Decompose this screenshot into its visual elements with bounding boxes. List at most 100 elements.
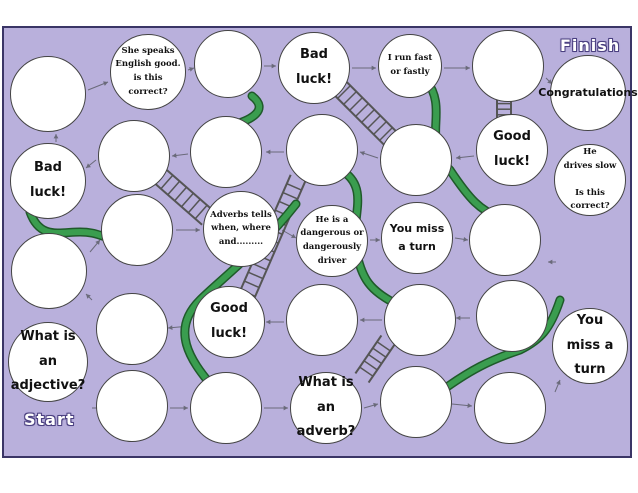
board-square-29: Bad luck! (278, 32, 350, 104)
ladder-centre-rung (286, 182, 302, 191)
path-arrow-head (463, 236, 468, 242)
board-square-28 (194, 30, 262, 98)
board-square-16: He is a dangerous or dangerously driver (296, 205, 368, 277)
square-text: Good luck! (493, 129, 531, 169)
ladder-left-rail (165, 168, 215, 212)
path-arrow-head (375, 237, 380, 243)
ladder-bottom-rung (367, 353, 383, 365)
path-arrow-head (373, 402, 378, 408)
square-text: Bad luck! (296, 47, 332, 87)
ladder-centre-rung (282, 191, 298, 200)
ladder-top-middle-rail (343, 78, 400, 135)
ladder-centre-rung (244, 280, 260, 289)
path-arrow-head (371, 65, 376, 71)
ladder-centre-rung (247, 271, 264, 280)
ladder-left-rung (180, 192, 194, 208)
path-arrow-head (189, 67, 194, 72)
ladder-left-rung (160, 174, 174, 190)
square-text: I run fast or fastly (387, 53, 433, 77)
finish-label: Finish (560, 36, 621, 55)
path-arrow-head (103, 81, 108, 86)
board-square-1: What is an adjective? (8, 322, 88, 402)
board-square-extra (472, 30, 544, 102)
board-square-19: He drives slow Is this correct? (554, 144, 626, 216)
square-text: What is an adverb? (296, 374, 356, 440)
board-square-12 (96, 293, 168, 365)
board-square-20: Good luck! (476, 114, 548, 186)
square-text: She speaks English good. is this correct… (115, 45, 181, 97)
path-arrow-head (266, 149, 271, 155)
board-square-24 (98, 120, 170, 192)
path-arrow-head (168, 325, 173, 330)
path-arrow-head (266, 319, 271, 325)
ladder-bottom-rung (363, 360, 378, 371)
ladder-top-middle-rung (349, 97, 363, 111)
ladder-left-rung (187, 198, 201, 214)
square-text: You miss a turn (389, 222, 445, 253)
board-square-17: You miss a turn (381, 202, 453, 274)
ladder-bottom-rung (376, 341, 391, 352)
path-arrow-head (360, 151, 365, 156)
square-text: Congratulations (538, 86, 638, 100)
board-square-6 (474, 372, 546, 444)
board-square-22 (286, 114, 358, 186)
ladder-left-rung (167, 180, 181, 196)
board-square-25: Bad luck! (10, 143, 86, 219)
board-square-13 (11, 233, 87, 309)
board-square-3 (190, 372, 262, 444)
board-square-18 (469, 204, 541, 276)
ladder-left-rung (174, 186, 188, 202)
path-arrow-head (291, 233, 296, 238)
square-text: He is a dangerous or dangerously driver (300, 214, 364, 266)
path-arrow-head (86, 163, 91, 168)
board-square-8 (476, 280, 548, 352)
ladder-top-middle-rung (337, 85, 351, 99)
ladder-top-middle-rail (330, 91, 387, 148)
path-arrow-head (95, 240, 100, 245)
path-arrow-head (183, 405, 188, 411)
board-square-2 (96, 370, 168, 442)
board-square-9 (384, 284, 456, 356)
ladder-bottom-rung (359, 366, 374, 377)
ladder-top-middle-rung (373, 121, 387, 135)
board-square-23 (190, 116, 262, 188)
ladder-top-middle-rung (355, 103, 369, 117)
square-text: He drives slow Is this correct? (563, 147, 617, 212)
board-square-21 (380, 124, 452, 196)
board-square-26 (10, 56, 86, 132)
path-arrow-head (271, 63, 276, 69)
path-arrow-head (456, 155, 461, 160)
board-square-10 (286, 284, 358, 356)
ladder-top-middle-rung (343, 91, 357, 105)
board-square-15: Adverbs tells when, where and......... (203, 191, 279, 267)
board-square-27: She speaks English good. is this correct… (110, 34, 186, 110)
path-arrow-head (86, 294, 91, 299)
ladder-top-middle-rung (367, 115, 381, 129)
path-arrow-head (360, 317, 365, 323)
path-arrow-head (467, 403, 472, 408)
path-arrow-head (556, 380, 561, 385)
path-arrow-head (283, 405, 288, 411)
path-arrow-head (172, 153, 177, 158)
ladder-top-middle-rung (379, 127, 393, 141)
board-square-7: You miss a turn (552, 308, 628, 384)
square-text: Adverbs tells when, where and......... (210, 209, 272, 247)
path-arrow-head (456, 315, 461, 321)
board-square-11: Good luck! (193, 286, 265, 358)
start-label: Start (24, 410, 75, 429)
square-text: What is an adjective? (10, 328, 86, 394)
ladder-top-middle-rung (361, 109, 375, 123)
square-text: Bad luck! (30, 160, 66, 200)
path-arrow-head (548, 259, 553, 265)
square-text: Good luck! (210, 301, 248, 341)
ladder-left-rail (153, 182, 203, 226)
board-square-14 (101, 194, 173, 266)
square-text: You miss a turn (566, 312, 614, 378)
path-arrow-head (465, 65, 470, 71)
path-arrow-head (195, 227, 200, 233)
ladder-bottom-rung (372, 347, 387, 358)
path-arrow-head (53, 134, 59, 139)
board-square-30: I run fast or fastly (378, 34, 442, 98)
board-square-4: What is an adverb? (290, 372, 362, 444)
board-square-31: Congratulations (538, 55, 638, 131)
